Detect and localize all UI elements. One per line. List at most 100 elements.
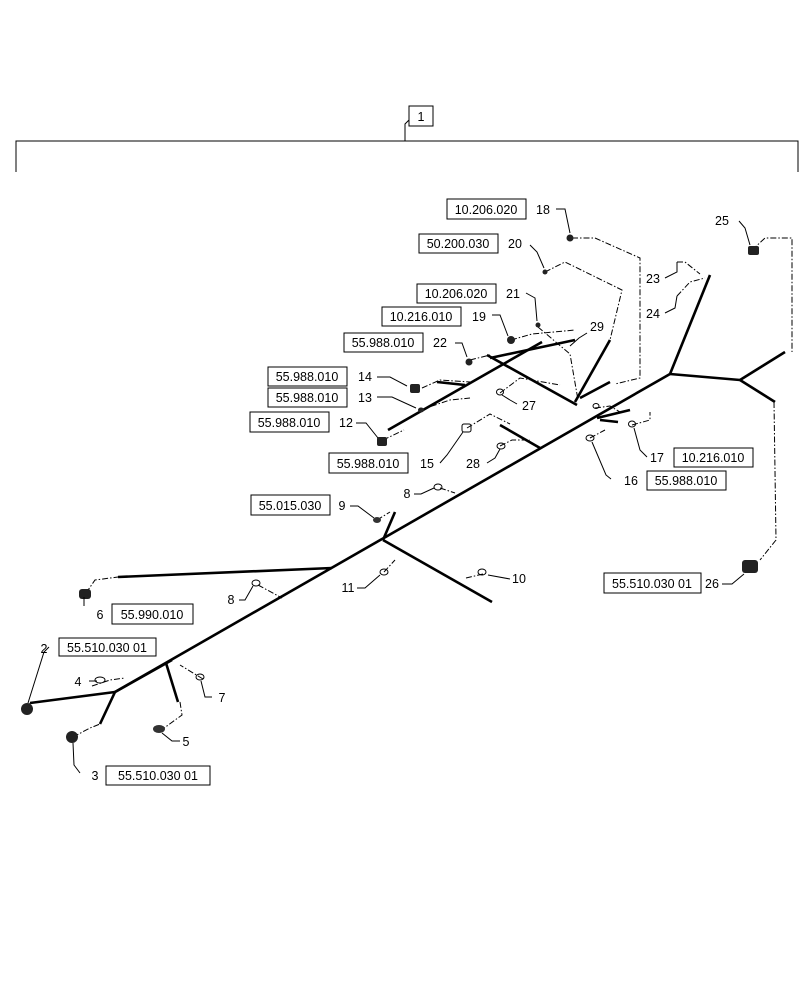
connector-5: [153, 725, 165, 733]
connector-28: [496, 442, 506, 450]
callout-10: 10: [512, 572, 526, 586]
connector-29-end: [592, 403, 600, 409]
callout-26: 55.510.030 01 26: [603, 572, 719, 594]
reference-box: [646, 470, 727, 491]
callout-number: 26: [705, 577, 719, 591]
reference-box: [603, 572, 702, 594]
callout-29: 29: [590, 320, 604, 334]
callout-6: 6 55.990.010: [97, 603, 194, 625]
callout-number: 8: [228, 593, 235, 607]
connectors: [21, 234, 759, 743]
connector-20: [542, 269, 548, 275]
reference-box: [673, 447, 754, 468]
reference-box: [381, 306, 462, 327]
reference-code: 55.510.030 01: [118, 769, 198, 783]
callout-8-upper: 8: [404, 487, 411, 501]
reference-code: 55.988.010: [337, 457, 400, 471]
callout-19: 10.216.010 19: [381, 306, 486, 327]
connector-25: [748, 246, 759, 255]
callout-14: 55.988.010 14: [267, 366, 372, 387]
connector-8-upper: [433, 483, 443, 491]
callout-number: 20: [508, 237, 522, 251]
callout-number: 22: [433, 336, 447, 350]
reference-code: 55.988.010: [655, 474, 718, 488]
callout-number: 10: [512, 572, 526, 586]
callout-13: 55.988.010 13: [267, 387, 372, 408]
connector-13: [418, 407, 424, 413]
reference-code: 10.206.020: [455, 203, 518, 217]
callout-number: 6: [97, 608, 104, 622]
reference-code: 10.206.020: [425, 287, 488, 301]
callout-18: 10.206.020 18: [446, 198, 550, 220]
reference-box: [328, 452, 409, 474]
assembly-callout-box: [408, 105, 434, 127]
connector-17: [628, 420, 636, 428]
callout-number: 2: [41, 642, 48, 656]
connector-16: [585, 434, 595, 442]
callout-number: 29: [590, 320, 604, 334]
connector-18: [566, 234, 574, 242]
connector-leads: [24, 237, 793, 738]
callout-number: 21: [506, 287, 520, 301]
reference-code: 55.510.030 01: [612, 577, 692, 591]
callout-number: 12: [339, 416, 353, 430]
assembly-bracket: 1: [15, 105, 799, 172]
callout-number: 9: [339, 499, 346, 513]
reference-code: 55.988.010: [276, 370, 339, 384]
callout-number: 28: [466, 457, 480, 471]
callout-number: 25: [715, 214, 729, 228]
callout-number: 7: [219, 691, 226, 705]
connector-15: [461, 423, 472, 433]
connector-7: [195, 673, 205, 681]
harness-trunks: [29, 274, 786, 725]
connector-26: [742, 560, 758, 573]
assembly-callout-number: 1: [418, 110, 425, 124]
reference-code: 55.015.030: [259, 499, 322, 513]
callout-number: 11: [342, 581, 355, 595]
connector-8-lower: [251, 579, 261, 587]
reference-code: 50.200.030: [427, 237, 490, 251]
connector-4: [94, 676, 106, 684]
callout-number: 4: [75, 675, 82, 689]
callout-5: 5: [183, 735, 190, 749]
callout-number: 3: [92, 769, 99, 783]
reference-box: [105, 765, 211, 786]
callout-number: 15: [420, 457, 434, 471]
connector-6: [79, 589, 91, 599]
callout-24: 24: [646, 307, 660, 321]
callout-number: 13: [358, 391, 372, 405]
connector-14: [410, 384, 420, 393]
callout-25: 25: [715, 214, 729, 228]
callout-12: 55.988.010 12: [249, 411, 353, 433]
callout-number: 17: [650, 451, 664, 465]
reference-code: 10.216.010: [390, 310, 453, 324]
connector-27: [496, 388, 504, 396]
callout-number: 24: [646, 307, 660, 321]
round-connector-2: [21, 703, 33, 715]
callout-7: 7: [219, 691, 226, 705]
reference-code: 55.510.030 01: [67, 641, 147, 655]
reference-box: [418, 233, 499, 254]
callout-9: 55.015.030 9: [250, 494, 346, 516]
callout-28: 28: [466, 457, 480, 471]
callout-21: 10.206.020 21: [416, 283, 520, 304]
callout-3: 3 55.510.030 01: [92, 765, 211, 786]
callout-16: 16 55.988.010: [624, 470, 727, 491]
callout-number: 14: [358, 370, 372, 384]
connector-19: [507, 336, 515, 344]
callout-number: 27: [522, 399, 536, 413]
callout-8-lower: 8: [228, 593, 235, 607]
callout-11: 11: [342, 581, 355, 595]
leader-lines: [27, 208, 751, 774]
callout-number: 19: [472, 310, 486, 324]
connector-9: [373, 517, 381, 523]
reference-box: [58, 637, 157, 657]
connector-10: [477, 568, 487, 576]
callout-27: 27: [522, 399, 536, 413]
reference-box: [416, 283, 497, 304]
callout-number: 8: [404, 487, 411, 501]
reference-code: 55.988.010: [258, 416, 321, 430]
callout-number: 16: [624, 474, 638, 488]
callout-23: 23: [646, 272, 660, 286]
